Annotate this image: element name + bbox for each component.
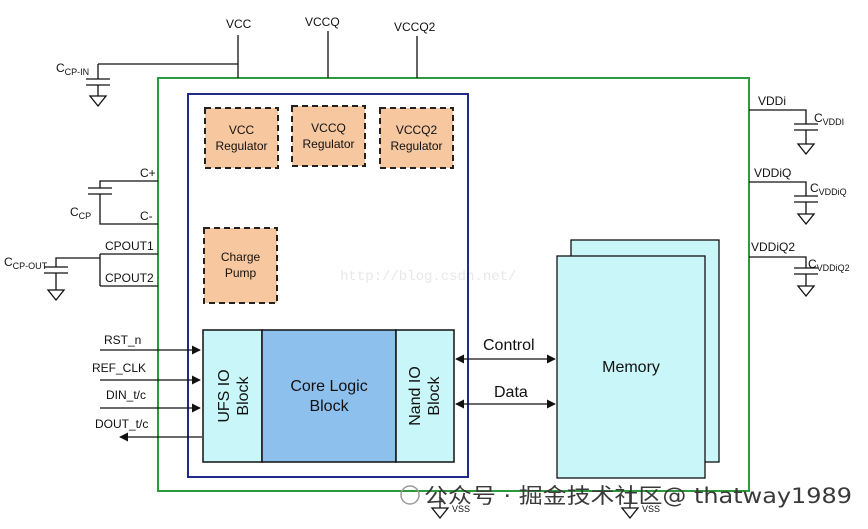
ground-icon bbox=[88, 95, 108, 108]
svg-text:Regulator: Regulator bbox=[390, 139, 442, 153]
svg-text:CVDDI: CVDDI bbox=[814, 111, 844, 127]
svg-text:VCCQ: VCCQ bbox=[311, 121, 346, 135]
svg-text:Core Logic: Core Logic bbox=[290, 378, 367, 395]
svg-text:Pump: Pump bbox=[225, 266, 257, 280]
svg-text:Control: Control bbox=[483, 337, 535, 354]
rst-n-pin: RST_n bbox=[100, 333, 201, 355]
vddiq-capacitor: VDDiQ CVDDiQ bbox=[749, 166, 847, 226]
ccp-in-capacitor: CCP-IN bbox=[56, 61, 238, 108]
svg-text:VDDiQ: VDDiQ bbox=[754, 166, 791, 180]
ccp-out-capacitor: CPOUT1 CPOUT2 CCP-OUT bbox=[4, 239, 158, 302]
vcc-regulator: VCC Regulator bbox=[204, 107, 279, 169]
svg-text:DIN_t/c: DIN_t/c bbox=[106, 388, 146, 402]
svg-text:Data: Data bbox=[494, 384, 528, 401]
watermark-text: http://blog.csdn.net/ bbox=[340, 269, 516, 285]
svg-text:VCCQ2: VCCQ2 bbox=[394, 20, 436, 34]
svg-text:Nand IO: Nand IO bbox=[407, 366, 424, 426]
dout-pin: DOUT_t/c bbox=[95, 417, 202, 442]
wechat-icon bbox=[400, 485, 420, 505]
svg-text:UFS IO: UFS IO bbox=[216, 369, 233, 422]
control-bus: Control bbox=[455, 337, 556, 364]
vddiq2-capacitor: VDDiQ2 CVDDiQ2 bbox=[749, 240, 850, 298]
svg-text:Memory: Memory bbox=[602, 359, 660, 376]
vddi-capacitor: VDDi CVDDI bbox=[749, 94, 844, 156]
data-bus: Data bbox=[455, 384, 556, 409]
din-pin: DIN_t/c bbox=[100, 388, 201, 413]
vccq2-regulator: VCCQ2 Regulator bbox=[379, 107, 454, 169]
vss-ground-2: VSS bbox=[620, 491, 660, 520]
charge-pump: Charge Pump bbox=[203, 227, 278, 304]
svg-text:CCP-IN: CCP-IN bbox=[56, 61, 89, 77]
core-logic-block: Core Logic Block bbox=[261, 329, 397, 463]
svg-text:DOUT_t/c: DOUT_t/c bbox=[95, 417, 148, 431]
svg-text:VCC: VCC bbox=[226, 17, 252, 31]
svg-text:VSS: VSS bbox=[452, 504, 470, 514]
ground-icon bbox=[620, 507, 640, 520]
svg-text:VSS: VSS bbox=[642, 504, 660, 514]
ground-icon bbox=[796, 213, 816, 226]
svg-text:CVDDiQ: CVDDiQ bbox=[810, 181, 847, 197]
svg-text:C-: C- bbox=[140, 209, 153, 223]
ufs-io-block: UFS IO Block bbox=[202, 329, 263, 463]
svg-text:公众号 · 掘金技术社区@ thatway1989: 公众号 · 掘金技术社区@ thatway1989 bbox=[424, 484, 852, 508]
svg-text:Block: Block bbox=[426, 375, 443, 415]
memory-block: Memory bbox=[556, 239, 720, 479]
svg-text:Regulator: Regulator bbox=[302, 137, 354, 151]
ref-clk-pin: REF_CLK bbox=[92, 361, 201, 385]
svg-text:C+: C+ bbox=[140, 166, 156, 180]
vccq2-pin: VCCQ2 bbox=[394, 20, 436, 78]
svg-text:Charge: Charge bbox=[221, 250, 261, 264]
controller-outline bbox=[187, 93, 469, 478]
footer-overlay: 公众号 · 掘金技术社区@ thatway1989 bbox=[400, 484, 852, 508]
svg-text:VDDiQ2: VDDiQ2 bbox=[751, 240, 795, 254]
vcc-pin: VCC bbox=[226, 17, 252, 78]
ground-icon bbox=[796, 285, 816, 298]
svg-text:VDDi: VDDi bbox=[758, 94, 786, 108]
svg-text:VCC: VCC bbox=[229, 123, 255, 137]
svg-text:CPOUT2: CPOUT2 bbox=[105, 271, 154, 285]
svg-text:Block: Block bbox=[309, 398, 349, 415]
vccq-pin: VCCQ bbox=[305, 15, 340, 78]
vss-ground-1: VSS bbox=[430, 491, 470, 520]
svg-text:VCCQ: VCCQ bbox=[305, 15, 340, 29]
svg-text:REF_CLK: REF_CLK bbox=[92, 361, 146, 375]
svg-text:CCP-OUT: CCP-OUT bbox=[4, 255, 48, 271]
svg-text:CCP: CCP bbox=[70, 205, 91, 221]
svg-text:Block: Block bbox=[235, 375, 252, 415]
ccp-capacitor: C+ C- CCP bbox=[70, 166, 158, 225]
ground-icon bbox=[796, 143, 816, 156]
ground-icon bbox=[46, 289, 66, 302]
svg-text:CPOUT1: CPOUT1 bbox=[105, 239, 154, 253]
svg-text:Regulator: Regulator bbox=[215, 139, 267, 153]
device-outline bbox=[157, 77, 750, 492]
vccq-regulator: VCCQ Regulator bbox=[291, 105, 366, 167]
svg-text:RST_n: RST_n bbox=[104, 333, 141, 347]
ground-icon bbox=[430, 507, 450, 520]
svg-text:CVDDiQ2: CVDDiQ2 bbox=[808, 257, 850, 273]
nand-io-block: Nand IO Block bbox=[395, 329, 455, 463]
svg-text:VCCQ2: VCCQ2 bbox=[396, 123, 438, 137]
